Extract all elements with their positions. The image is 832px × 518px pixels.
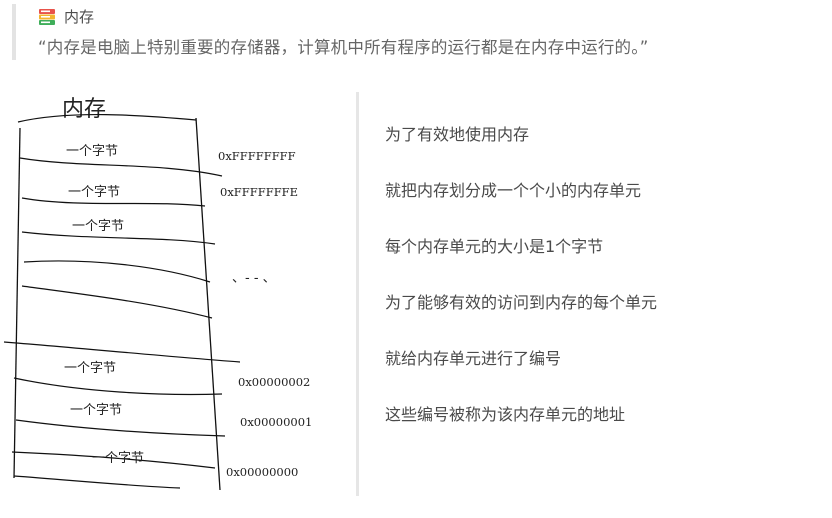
byte-label: 一个字节 [66,144,118,159]
sketch-right-edge [195,117,221,491]
address-label: 0x00000002 [238,375,310,389]
books-icon [39,8,55,25]
note-item: 为了有效地使用内存 [385,125,530,144]
note-item: 就给内存单元进行了编号 [385,349,562,368]
sketch-slice-lines [3,114,241,489]
sketch-title: 内存 [62,97,106,122]
note-item: 每个内存单元的大小是1个字节 [385,237,604,256]
quote-block: 内存 “内存是电脑上特别重要的存储器，计算机中所有程序的运行都是在内存中运行的。… [0,0,832,62]
byte-label: 一个字节 [64,361,116,376]
byte-label: 一个字节 [68,185,120,200]
quote-heading: 内存 [38,6,94,27]
quote-heading-text: 内存 [64,8,95,26]
memory-sketch: 内存 一个字节 一个字节 一个字节 一个字节 一个字节 一个字节 0xFFFFF… [3,97,312,491]
byte-label: 一个字节 [70,403,122,418]
sketch-left-edge [13,127,21,479]
divider [356,92,359,496]
byte-label: 一个字节 [92,451,144,466]
address-label: 0x00000001 [240,415,312,429]
quote-text: “内存是电脑上特别重要的存储器，计算机中所有程序的运行都是在内存中运行的。” [38,38,649,57]
sketch-ellipsis: 、- - 、 [232,271,276,286]
note-item: 为了能够有效的访问到内存的每个单元 [385,293,658,312]
byte-label: 一个字节 [72,219,124,234]
address-label: 0x00000000 [226,465,298,479]
notes-list: 为了有效地使用内存 就把内存划分成一个个小的内存单元 每个内存单元的大小是1个字… [385,110,657,446]
note-item: 就把内存划分成一个个小的内存单元 [385,181,642,200]
quote-bar [12,4,16,60]
note-item: 这些编号被称为该内存单元的地址 [385,405,626,424]
address-label: 0xFFFFFFFE [220,185,298,199]
address-label: 0xFFFFFFFF [218,149,296,163]
